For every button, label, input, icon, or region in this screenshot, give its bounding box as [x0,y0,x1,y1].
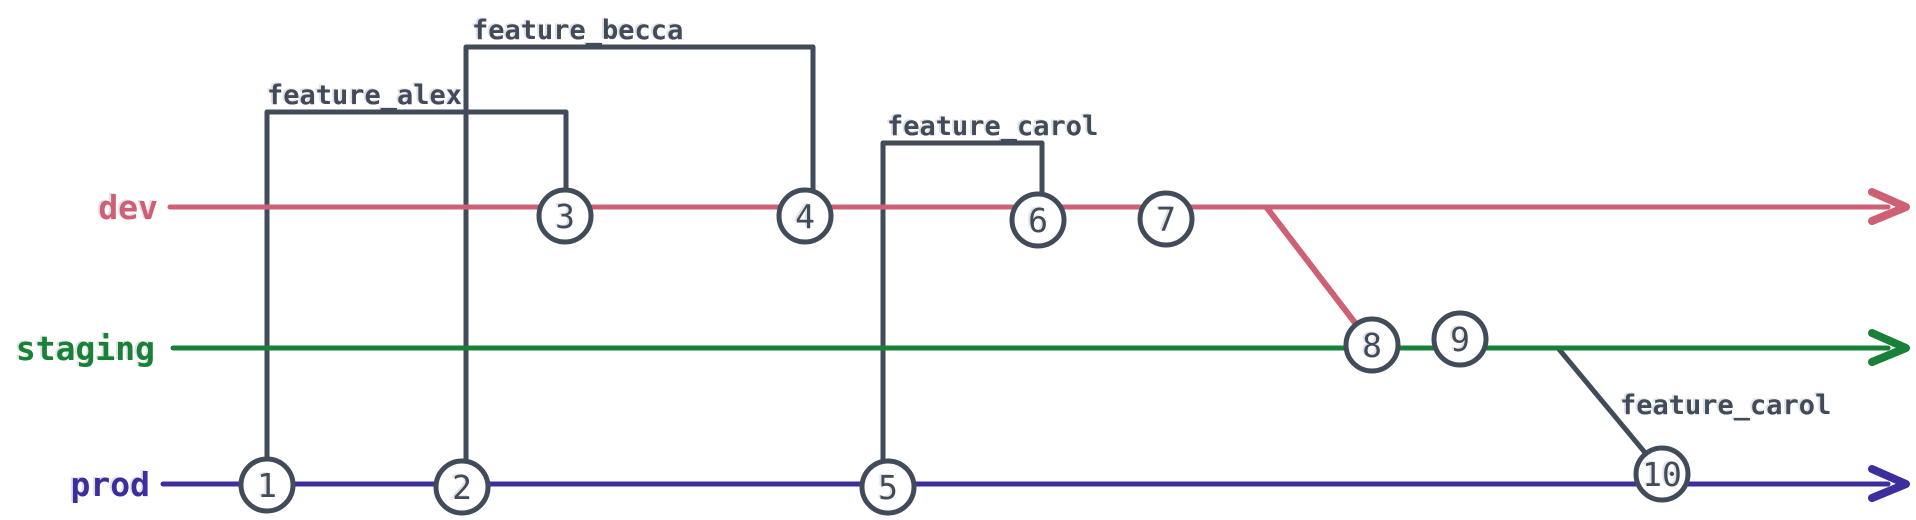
commit-node-10 [1633,445,1691,503]
commit-node-2 [433,458,491,516]
commit-number-6: 6 [1028,201,1048,240]
branch-label-prod: prod [71,465,150,504]
commit-number-3: 3 [555,197,575,236]
feature-becca-branch-path [463,44,816,464]
feature-label-carol-bottom: feature_carol [1620,390,1831,421]
branch-label-dev: dev [98,188,158,227]
commit-node-9 [1431,310,1489,368]
commit-number-1: 1 [257,466,277,505]
commit-node-1 [238,456,296,514]
prod-arrowhead [1868,465,1910,502]
feature-carol-branch-path [880,140,1045,464]
commit-number-10: 10 [1642,455,1682,494]
commit-node-4 [776,187,834,245]
commit-node-6 [1009,191,1067,249]
feature-label-alex: feature_alex [267,80,462,111]
commit-number-8: 8 [1362,326,1382,365]
commit-node-7 [1137,190,1195,248]
commit-node-5 [859,458,917,516]
feature-label-becca: feature_becca [472,15,683,46]
branch-label-staging: staging [16,329,155,368]
commit-number-2: 2 [452,468,472,507]
commit-number-5: 5 [878,468,898,507]
commit-number-7: 7 [1156,200,1176,239]
merge-dev-into-staging-line [1264,205,1375,348]
commit-number-4: 4 [795,197,815,236]
commit-node-3 [536,187,594,245]
staging-arrowhead [1868,329,1910,366]
dev-arrowhead [1868,188,1910,225]
feature-alex-branch-path [264,109,569,462]
feature-label-carol-top: feature_carol [887,111,1098,142]
commit-node-8 [1343,316,1401,374]
commit-number-9: 9 [1450,320,1470,359]
